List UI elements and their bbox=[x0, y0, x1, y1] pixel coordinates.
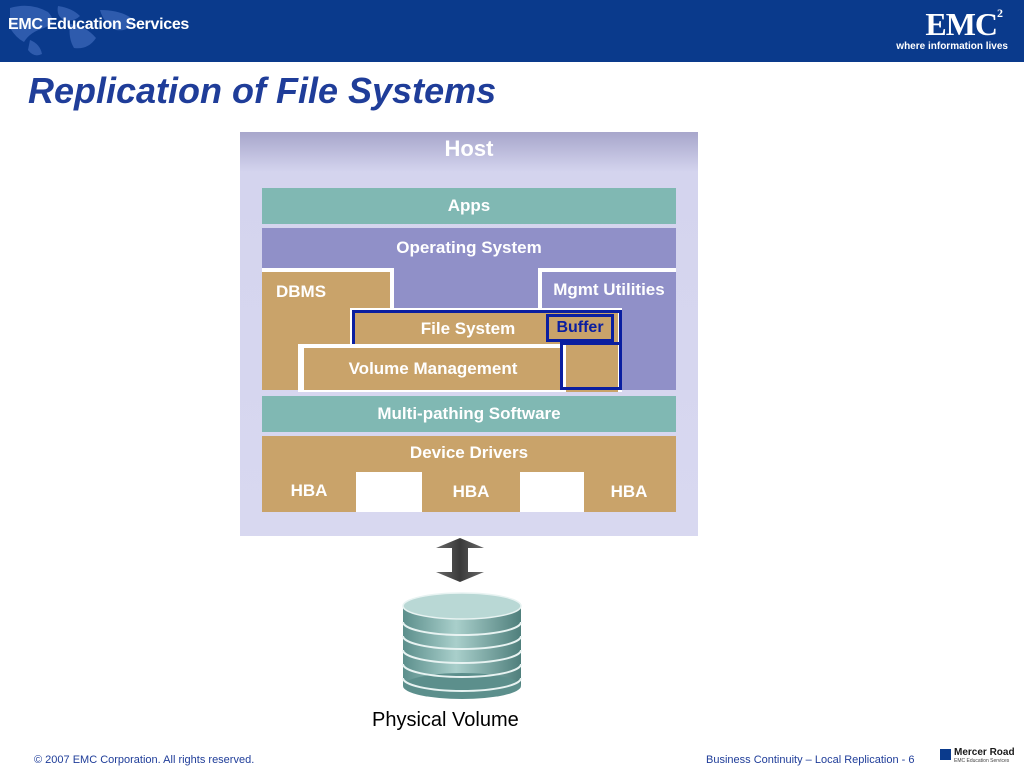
mercer-road-logo: Mercer Road EMC Education Services bbox=[940, 747, 1016, 765]
apps-layer: Apps bbox=[262, 188, 676, 224]
globe-icon bbox=[10, 5, 134, 56]
mgmt-utilities-label: Mgmt Utilities bbox=[553, 280, 665, 299]
buffer-extension-highlight bbox=[560, 342, 622, 390]
header-bar: EMC Education Services EMC2 where inform… bbox=[0, 0, 1024, 62]
hba-label-3: HBA bbox=[610, 482, 648, 501]
hba-label-1: HBA bbox=[290, 481, 328, 500]
buffer-box: Buffer bbox=[546, 314, 614, 342]
multipathing-layer: Multi-pathing Software bbox=[262, 396, 676, 432]
physical-volume-label: Physical Volume bbox=[372, 709, 519, 731]
bidirectional-arrow-icon bbox=[436, 538, 484, 582]
mercer-road-icon bbox=[940, 749, 951, 760]
emc-tagline: where information lives bbox=[896, 41, 1008, 52]
mercer-road-sub: EMC Education Services bbox=[954, 758, 1010, 764]
mgmt-border-top bbox=[538, 268, 676, 272]
hba-gap-1 bbox=[356, 472, 422, 512]
hba-gap-2 bbox=[520, 472, 584, 512]
hba-row bbox=[262, 470, 676, 512]
volume-management-layer: Volume Management bbox=[304, 348, 562, 390]
education-services-brand: EMC Education Services bbox=[8, 16, 190, 33]
footer-course-info: Business Continuity – Local Replication … bbox=[706, 754, 915, 766]
mercer-road-name: Mercer Road bbox=[954, 747, 1015, 758]
dbms-label: DBMS bbox=[276, 282, 327, 301]
physical-volume-disk-icon bbox=[402, 592, 522, 699]
device-drivers-layer: Device Drivers bbox=[262, 436, 676, 470]
file-system-label: File System bbox=[420, 319, 516, 338]
copyright-text: © 2007 EMC Corporation. All rights reser… bbox=[34, 754, 255, 766]
hba-label-2: HBA bbox=[452, 482, 490, 501]
os-layer: Operating System bbox=[262, 228, 676, 268]
slide-title: Replication of File Systems bbox=[28, 70, 497, 111]
page-number: - 6 bbox=[901, 754, 915, 766]
course-title: Business Continuity – Local Replication bbox=[706, 754, 899, 766]
emc-logo: EMC2 bbox=[925, 6, 1003, 42]
host-label: Host bbox=[444, 136, 494, 161]
